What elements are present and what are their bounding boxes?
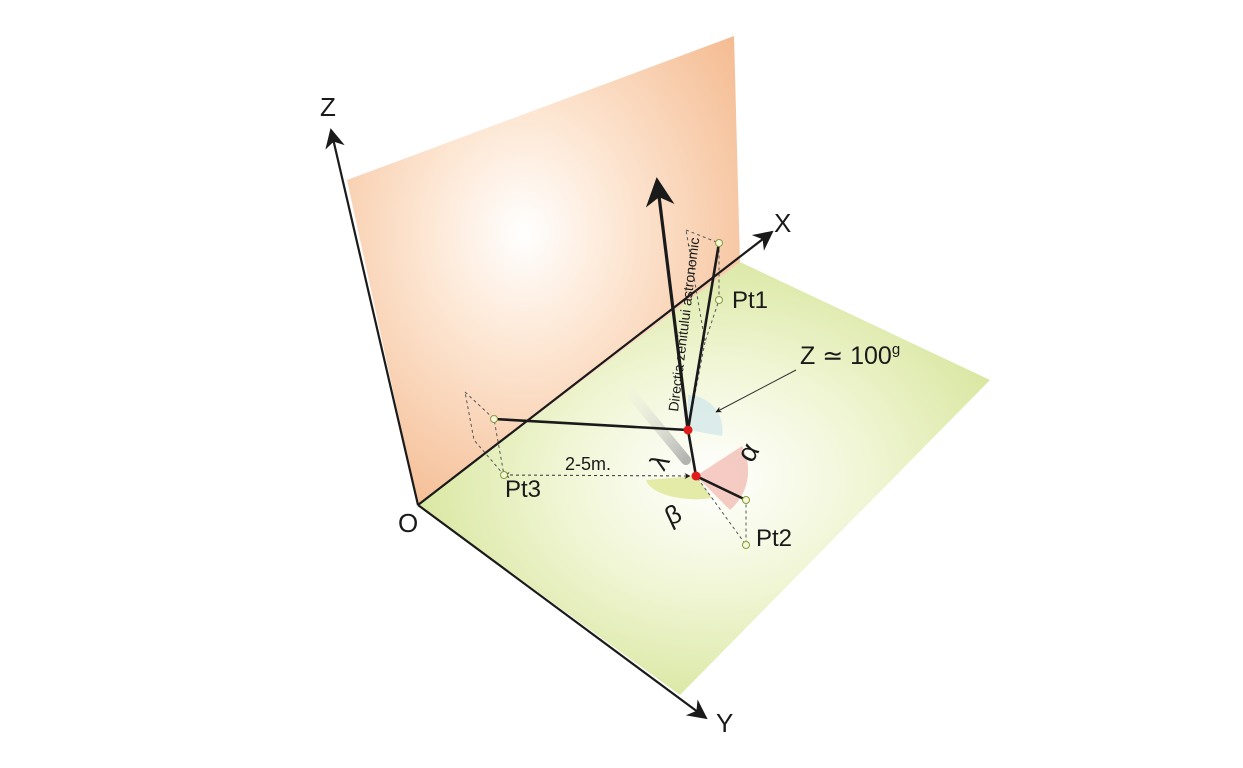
vertical-plane <box>347 36 740 505</box>
origin-label: O <box>398 508 418 538</box>
sight-line-pt1 <box>686 242 721 431</box>
pt1-label: Pt1 <box>732 287 768 314</box>
pt1-top-marker <box>715 239 723 247</box>
x-axis-label: X <box>774 208 791 238</box>
instrument-shadow <box>613 373 691 465</box>
sight-line-pt3 <box>493 417 689 432</box>
distance-label: 2-5m. <box>565 454 611 474</box>
pt2-marker <box>742 541 750 549</box>
sight-line-pt2 <box>695 474 747 502</box>
instrument-top-marker <box>683 425 693 435</box>
pt2-label: Pt2 <box>756 525 792 552</box>
y-axis <box>417 504 708 720</box>
zenith-angle-main: Z ≃ 100 <box>800 342 892 370</box>
pt3-marker <box>500 471 508 479</box>
y-axis-label: Y <box>716 708 733 738</box>
zenith-angle-label: Z ≃ 100g <box>800 341 900 370</box>
distance-dimension <box>503 472 691 479</box>
pt1-marker <box>715 296 723 304</box>
pt3-top-marker <box>490 415 498 423</box>
zenith-angle-sector <box>688 395 723 436</box>
z-axis-label: Z <box>320 92 336 122</box>
zenith-direction-arrow <box>645 177 690 431</box>
pt3-label: Pt3 <box>505 476 541 503</box>
point-markers <box>490 239 750 549</box>
instrument-stem <box>686 429 698 477</box>
zenith-angle-leader <box>715 369 797 413</box>
pt2-top-marker <box>742 496 750 504</box>
zenith-angle-unit: g <box>892 341 900 358</box>
beta-angle-sector <box>646 476 712 500</box>
z-axis <box>325 128 420 506</box>
instrument-base-marker <box>691 471 701 481</box>
